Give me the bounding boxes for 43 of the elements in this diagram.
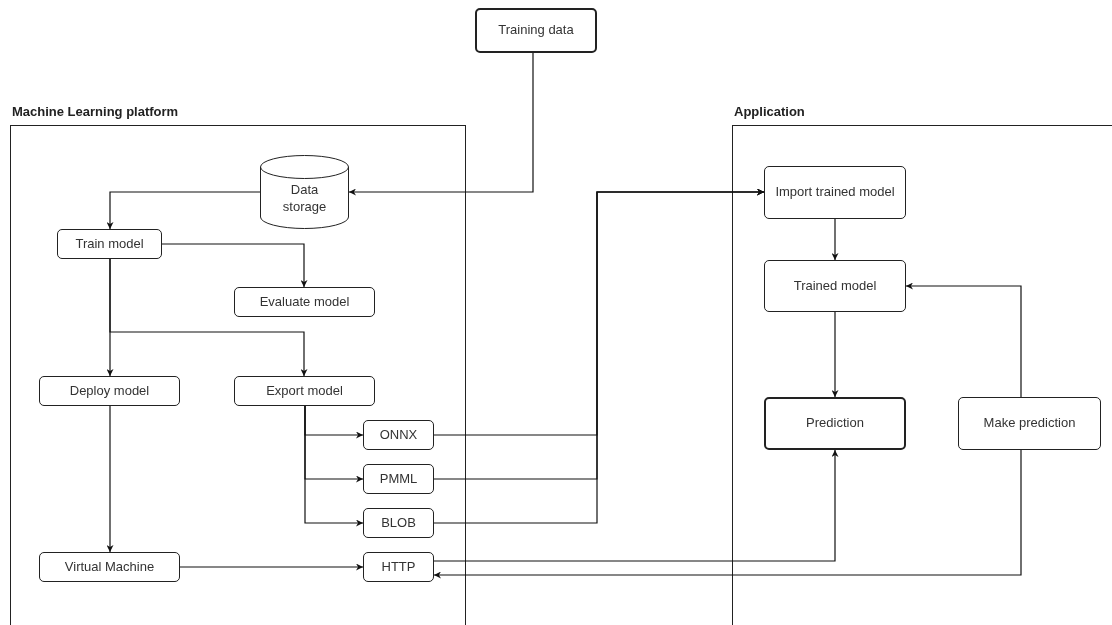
node-label: Train model: [75, 235, 144, 253]
process-box: [363, 464, 434, 494]
arrow: [179, 563, 364, 571]
process-box: [363, 508, 434, 538]
arrow: [831, 218, 839, 261]
node-label: Data storage: [281, 182, 328, 216]
node-label: Training data: [498, 22, 574, 39]
node-label: HTTP: [381, 558, 416, 576]
node-label: Evaluate model: [259, 293, 350, 311]
process-box: [475, 8, 597, 53]
node-label: BLOB: [381, 514, 416, 532]
node-label: ONNX: [379, 426, 418, 444]
node-label: Make prediction: [983, 415, 1076, 432]
process-box: [764, 397, 906, 450]
process-box: [234, 287, 375, 317]
arrow: [433, 449, 839, 562]
group-title: Application: [734, 104, 805, 119]
node-label: Deploy model: [69, 382, 150, 400]
arrow: [106, 191, 261, 230]
process-box: [57, 229, 162, 259]
arrow: [161, 243, 308, 288]
process-box: [363, 552, 434, 582]
node-label: Export model: [266, 382, 343, 400]
process-box: [234, 376, 375, 406]
arrow: [831, 311, 839, 398]
process-box: [363, 420, 434, 450]
arrow: [433, 449, 1022, 579]
process-box: [39, 376, 180, 406]
process-box: [958, 397, 1101, 450]
arrow: [109, 258, 308, 377]
arrow: [348, 52, 534, 196]
node-label: Trained model: [793, 277, 877, 295]
node-label: PMML: [379, 470, 418, 488]
arrow: [905, 282, 1022, 398]
node-label: Prediction: [806, 415, 864, 432]
process-box: [39, 552, 180, 582]
node-label: Virtual Machine: [64, 558, 155, 576]
node-label: Import trained model: [775, 184, 895, 201]
arrow: [106, 405, 114, 553]
process-box: [764, 260, 906, 312]
process-box: [764, 166, 906, 219]
group-title: Machine Learning platform: [12, 104, 179, 119]
arrow: [304, 405, 364, 527]
